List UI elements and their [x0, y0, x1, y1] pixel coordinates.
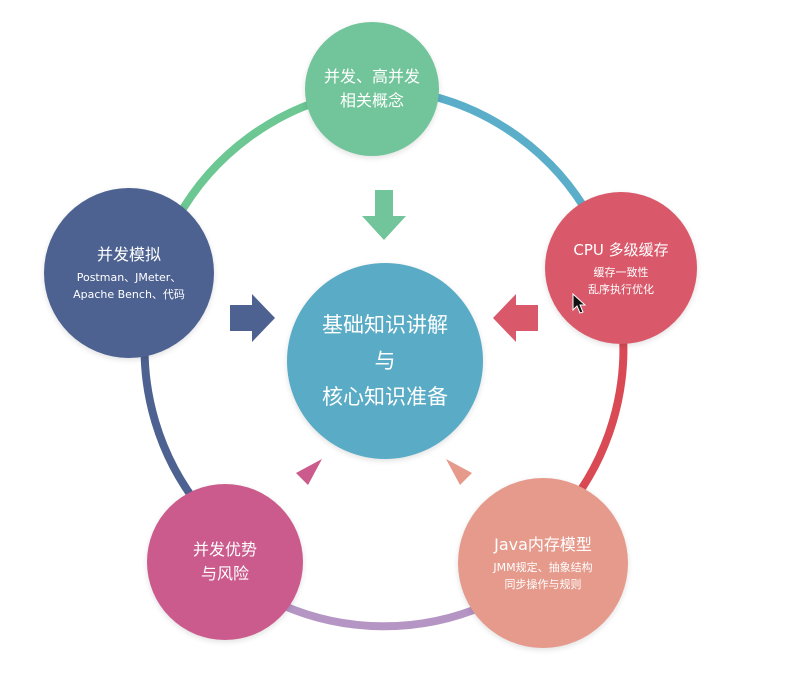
- node-subtitle: 缓存一致性: [593, 266, 649, 279]
- node-title: Java内存模型: [494, 535, 592, 554]
- node-title: 并发、高并发: [323, 67, 420, 86]
- center-subtitle: 核心知识准备: [322, 385, 448, 409]
- node-concurrency-concepts: 并发、高并发 相关概念: [305, 22, 439, 156]
- node-subtitle: Postman、JMeter、: [76, 271, 182, 284]
- node-title: CPU 多级缓存: [573, 241, 669, 259]
- ring-segment-top-right: [415, 89, 595, 223]
- node-title: 相关概念: [339, 91, 404, 110]
- node-title: 与风险: [200, 564, 249, 583]
- node-concurrency-simulation: 并发模拟 Postman、JMeter、 Apache Bench、代码: [44, 188, 214, 358]
- node-title: 并发模拟: [96, 245, 161, 264]
- node-subtitle: 乱序执行优化: [588, 283, 654, 296]
- node-subtitle: Apache Bench、代码: [73, 288, 185, 301]
- node-cpu-cache: CPU 多级缓存 缓存一致性 乱序执行优化: [545, 192, 697, 344]
- mouse-cursor-icon: [572, 293, 586, 314]
- arrow-down-icon: [362, 190, 406, 240]
- node-advantages-risks: 并发优势 与风险: [147, 484, 303, 640]
- node-title: 并发优势: [192, 540, 257, 559]
- center-connector: 与: [374, 349, 396, 373]
- node-subtitle: 同步操作与规则: [504, 578, 582, 591]
- center-title: 基础知识讲解: [322, 313, 448, 337]
- arrow-left-icon: [493, 294, 538, 342]
- node-center: 基础知识讲解 与 核心知识准备: [287, 263, 483, 459]
- node-subtitle: JMM规定、抽象结构: [493, 561, 593, 574]
- arrow-right-icon: [230, 294, 275, 342]
- arrow-up-left-icon: [446, 459, 482, 496]
- ring-segment-bottom: [278, 601, 490, 631]
- node-java-memory-model: Java内存模型 JMM规定、抽象结构 同步操作与规则: [458, 478, 628, 648]
- arrow-up-right-icon: [286, 459, 322, 496]
